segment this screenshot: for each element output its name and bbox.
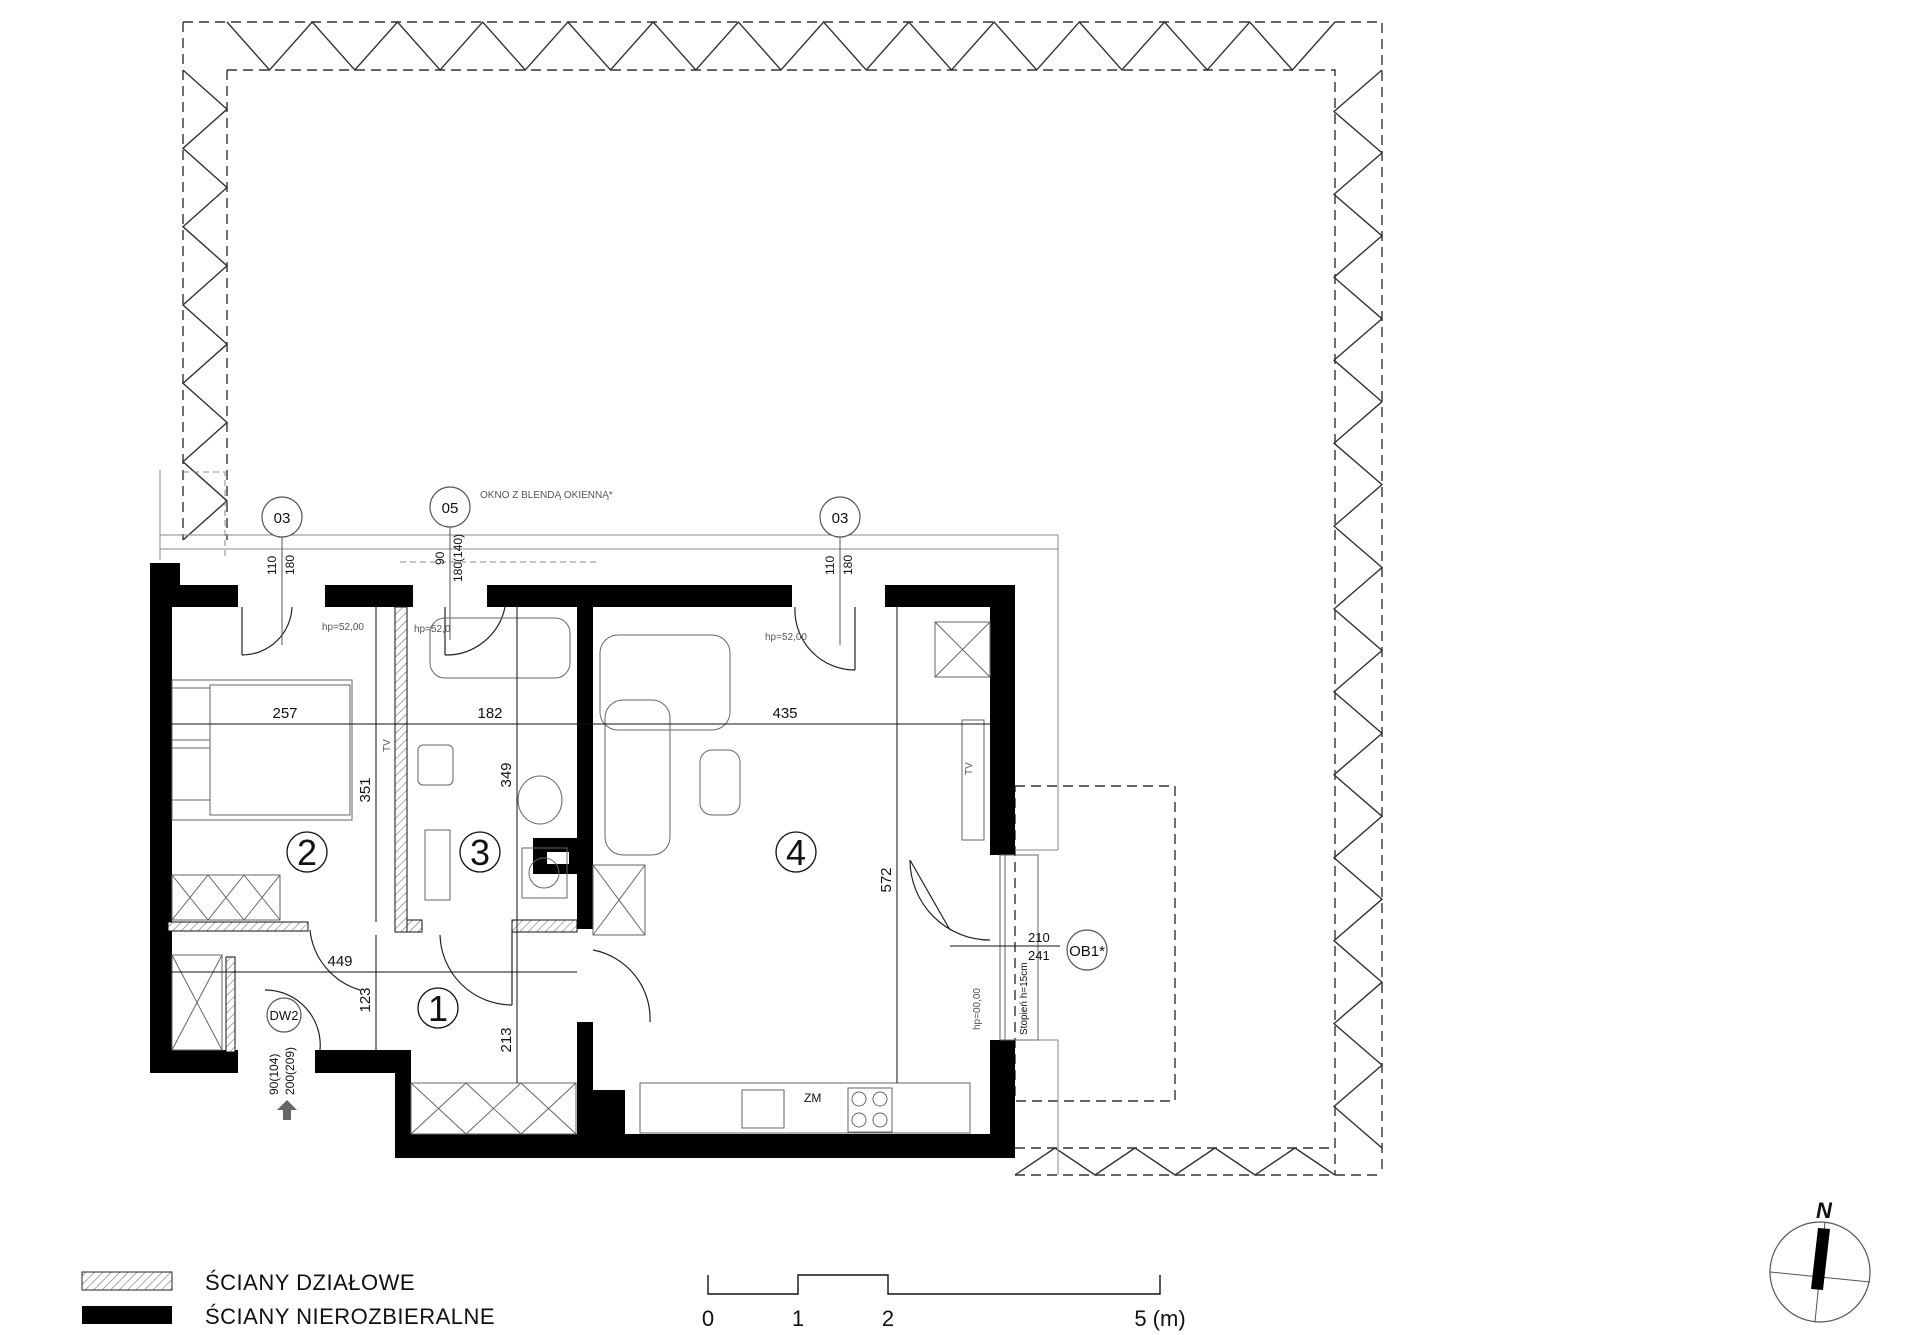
room-number-2: 2 — [297, 832, 317, 873]
window-tag-2: 05 — [442, 500, 459, 517]
hp-label-3: hp=52,00 — [765, 632, 807, 643]
dim-corridor-h2: 213 — [498, 1027, 515, 1052]
tv-label-1: TV — [382, 739, 393, 752]
furniture — [171, 617, 1039, 1135]
room-number-3: 3 — [470, 832, 490, 873]
dim-h2: 349 — [498, 762, 515, 787]
window-tag-3: 03 — [832, 510, 849, 527]
terrace-outline — [181, 20, 1384, 1176]
dim-h3: 572 — [878, 867, 895, 892]
north-label: N — [1816, 1198, 1833, 1223]
hp-labels: hp=52,00 hp=52,0 hp=52,00 hp=00,00 — [322, 622, 983, 1030]
terrace-zigzag-top — [226, 20, 1336, 72]
dim-corridor-h1: 123 — [357, 987, 374, 1012]
legend-structural-swatch — [82, 1306, 172, 1324]
scale-bar — [707, 1274, 1161, 1295]
scale-label-0: 0 — [702, 1306, 714, 1331]
window-note: OKNO Z BLENDĄ OKIENNĄ* — [480, 490, 613, 501]
scale-label-2: 2 — [882, 1306, 894, 1331]
entry-door-height: 200(209) — [283, 1047, 297, 1095]
terrace-zigzag-left — [181, 69, 229, 541]
window-1-top: 110 — [265, 556, 279, 575]
window-1-bottom: 180 — [283, 555, 297, 575]
tv-label-2: TV — [964, 762, 975, 775]
balcony-door-labels: OB1* 210 241 Stopień h=15cm — [950, 930, 1105, 1035]
structural-walls — [150, 563, 1015, 1158]
partition-walls — [167, 606, 578, 1053]
window-tag-1: 03 — [274, 510, 291, 527]
legend-partition-swatch — [81, 1271, 173, 1291]
window-3-bottom: 180 — [841, 555, 855, 575]
dimension-labels: 257 182 435 449 351 349 572 123 213 — [272, 705, 895, 1053]
window-3-top: 110 — [823, 556, 837, 575]
room-number-4: 4 — [786, 832, 806, 873]
window-2-top: 90 — [433, 551, 447, 565]
terrace-zigzag-right — [1332, 69, 1384, 1149]
facade-lines — [159, 470, 1059, 1175]
north-arrow-icon: N — [1769, 1198, 1871, 1323]
room-number-1: 1 — [428, 988, 448, 1029]
terrace-zigzag-bottom — [1014, 1147, 1336, 1176]
legend-partition-label: ŚCIANY DZIAŁOWE — [205, 1270, 415, 1295]
window-tags — [261, 486, 1108, 1033]
entry-door-tag: DW2 — [270, 1008, 299, 1023]
window-2-bottom: 180(140) — [451, 534, 465, 582]
entry-arrow-icon — [277, 1100, 297, 1120]
hp-label-1: hp=52,00 — [322, 622, 364, 633]
legend-structural-label: ŚCIANY NIEROZBIERALNE — [205, 1304, 495, 1329]
entry-door-labels: DW2 90(104) 200(209) — [267, 1008, 298, 1120]
scale-label-5: 5 (m) — [1134, 1306, 1185, 1331]
fixture-labels: TV TV ZM — [382, 739, 975, 1105]
balcony-door-width: 210 — [1028, 930, 1050, 945]
dim-corridor-width: 449 — [327, 953, 352, 970]
balcony-outline — [1014, 785, 1176, 1102]
hp-label-4: hp=00,00 — [972, 988, 983, 1030]
window-tag-leaders — [281, 527, 841, 645]
scale-labels: 0 1 2 5 (m) — [702, 1306, 1186, 1331]
doors — [241, 606, 991, 1051]
scale-label-1: 1 — [792, 1306, 804, 1331]
dim-w1: 257 — [272, 705, 297, 722]
balcony-door-tag: OB1* — [1069, 943, 1105, 960]
entry-door-width: 90(104) — [267, 1054, 281, 1095]
dim-w2: 182 — [477, 705, 502, 722]
dimension-lines — [168, 607, 990, 1083]
fridge-label: ZM — [804, 1091, 821, 1105]
room-numbers: 1 2 3 4 — [286, 831, 817, 1029]
window-labels: 03 05 03 110 180 90 180(140) 110 180 OKN… — [265, 490, 855, 582]
dim-w3: 435 — [772, 705, 797, 722]
hp-label-2: hp=52,0 — [414, 624, 451, 635]
balcony-door-height: 241 — [1028, 948, 1050, 963]
step-note: Stopień h=15cm — [1019, 962, 1030, 1035]
legend: ŚCIANY DZIAŁOWE ŚCIANY NIEROZBIERALNE — [81, 1270, 495, 1329]
dim-h1: 351 — [357, 777, 374, 802]
